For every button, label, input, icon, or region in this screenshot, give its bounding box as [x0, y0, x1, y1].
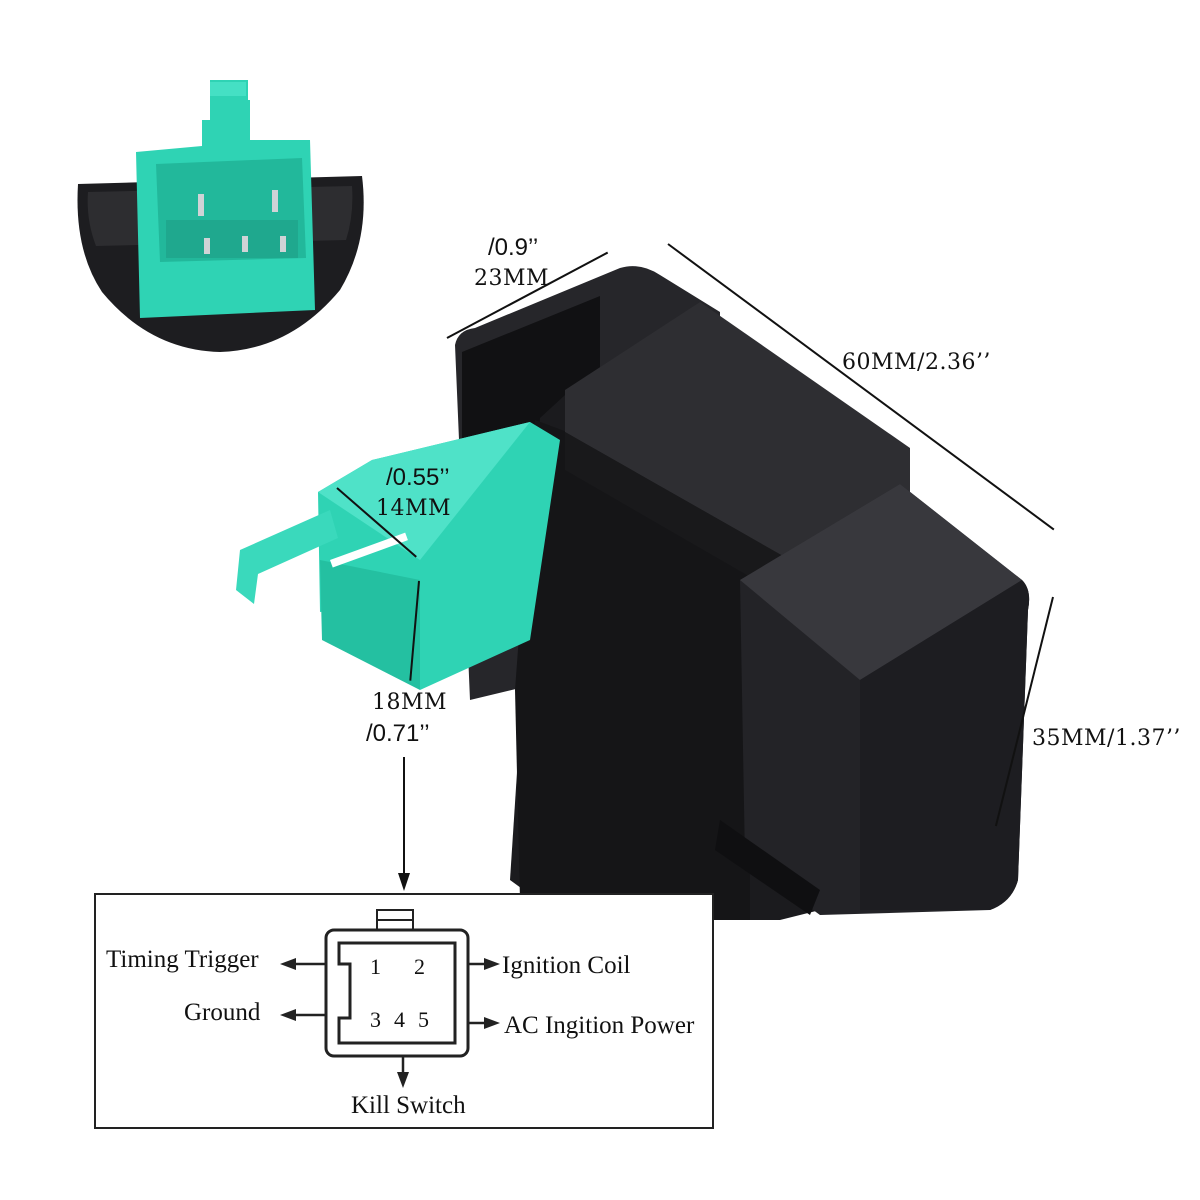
pin-4: 4 — [394, 1007, 405, 1032]
pin-3: 3 — [370, 1007, 381, 1032]
dim-width-top-mm: 23MM — [474, 266, 550, 291]
cdi-module-photo — [220, 260, 1050, 960]
label-ac-ignition-power: AC Ingition Power — [504, 1012, 695, 1039]
pin-5: 5 — [418, 1007, 429, 1032]
connector-closeup-illustration — [77, 80, 364, 352]
label-ignition-coil: Ignition Coil — [502, 952, 631, 979]
arrow-down-to-diagram — [398, 757, 410, 891]
pin-2: 2 — [414, 954, 425, 979]
pin-1: 1 — [370, 954, 381, 979]
dim-width-top-inch: /0.9’’ — [488, 234, 539, 261]
connector-schematic — [280, 909, 500, 1088]
label-timing-trigger: Timing Trigger — [106, 946, 259, 973]
dim-length: 60MM/2.36’’ — [842, 350, 991, 375]
pinout-diagram: 1 2 3 4 5 Timing Trigger Ground Ignition… — [94, 893, 714, 1129]
cdi-module-illustration — [236, 266, 1030, 960]
dim-connector-width-mm: 14MM — [376, 496, 452, 521]
dim-connector-width-inch: /0.55’’ — [386, 464, 450, 491]
dim-connector-height-mm: 18MM — [372, 690, 448, 715]
label-kill-switch: Kill Switch — [351, 1092, 466, 1119]
dim-connector-height-inch: /0.71’’ — [366, 720, 430, 747]
connector-closeup-inset — [70, 0, 370, 360]
label-ground: Ground — [184, 999, 261, 1026]
dim-height: 35MM/1.37’’ — [1032, 726, 1181, 751]
